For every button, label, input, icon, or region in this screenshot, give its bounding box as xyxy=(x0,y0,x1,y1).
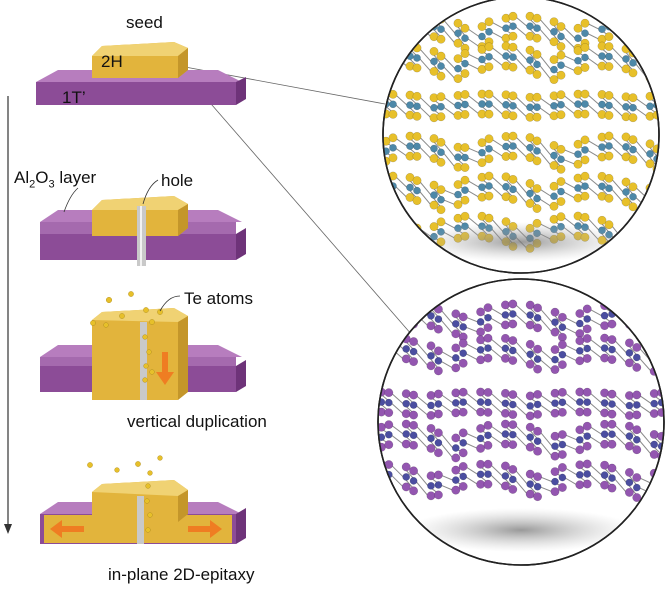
orange-arrow-icon xyxy=(156,352,174,385)
seed-label: seed xyxy=(126,13,163,32)
al2o3-layer-label: Al2O3 layer xyxy=(14,168,97,191)
process-down-arrow-icon xyxy=(4,96,12,534)
in-plane-epitaxy-label: in-plane 2D-epitaxy xyxy=(108,565,255,584)
phase-2h-label: 2H xyxy=(101,52,123,71)
seed-block xyxy=(36,42,246,105)
phase-1t-label: 1T’ xyxy=(62,88,86,107)
zoom-circle-2h-1t xyxy=(382,0,660,274)
left-orange-arrow-icon xyxy=(50,520,84,538)
right-orange-arrow-icon xyxy=(188,520,222,538)
hole-label: hole xyxy=(161,171,194,190)
zoom-circle-1t xyxy=(377,278,665,566)
vertical-duplication-label: vertical duplication xyxy=(127,412,267,431)
in-plane-epitaxy-block xyxy=(40,455,246,544)
vertical-duplication-block xyxy=(40,291,246,400)
te-atoms-label: Te atoms xyxy=(184,289,253,308)
al2o3-block xyxy=(40,179,246,266)
